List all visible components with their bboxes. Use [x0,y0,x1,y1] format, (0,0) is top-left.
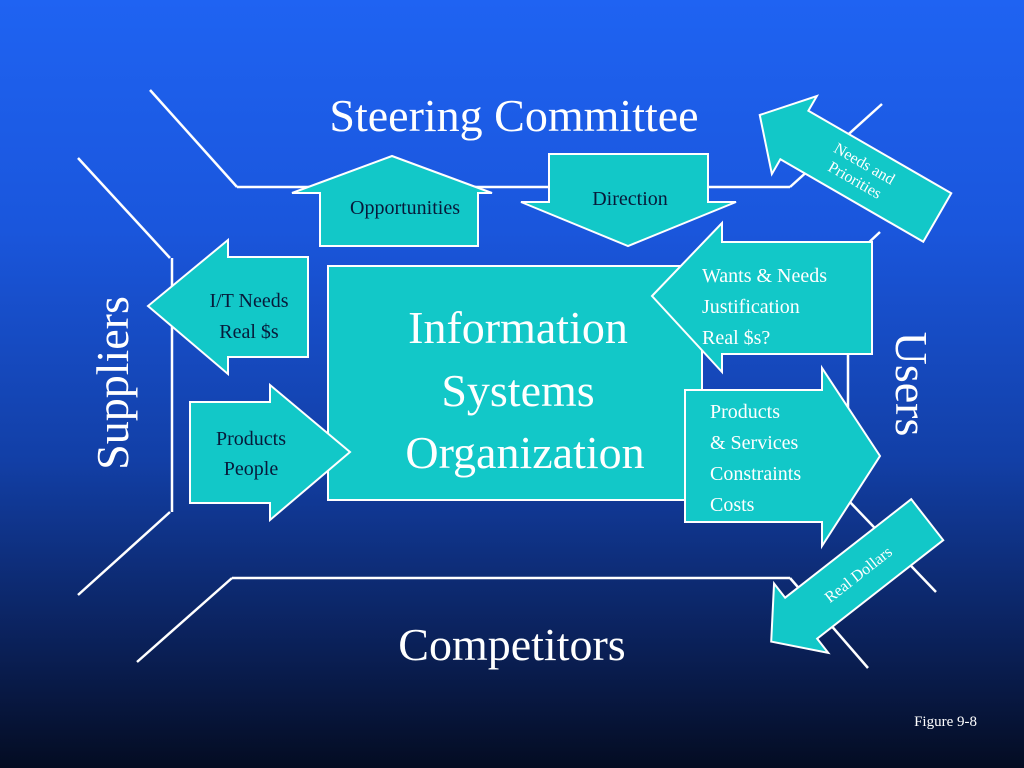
competitors-label: Competitors [398,619,625,670]
it-needs-arrow [146,237,309,377]
frame-line-top-left-diagonal [149,89,238,188]
needs-priorities-arrow-group: Needs and Priorities [758,94,953,244]
figure-caption: Figure 9-8 [914,714,977,730]
products-people-line-1: Products [216,428,286,450]
steering-committee-label: Steering Committee [329,90,698,141]
center-line-2: Systems [441,365,594,416]
opportunities-label: Opportunities [350,197,460,219]
opportunities-arrow [291,154,493,247]
direction-arrow [520,153,737,248]
it-needs-line-1: I/T Needs [209,290,288,312]
frame-line-bottom-left-diagonal [136,577,233,663]
products-people-line-2: People [224,458,279,480]
wants-needs-line-1: Wants & Needs [702,265,827,287]
it-needs-line-2: Real $s [219,321,279,343]
frame-line-left-upper-diagonal [77,157,171,259]
frame-line-left-lower-diagonal [77,511,171,596]
wants-needs-line-2: Justification [702,296,800,318]
products-services-line-3: Constraints [710,463,801,485]
center-line-1: Information [408,302,628,353]
wants-needs-arrow [650,220,873,375]
real-dollars-arrow [770,497,945,655]
products-services-line-2: & Services [710,432,799,454]
needs-priorities-arrow [758,94,953,244]
products-services-line-1: Products [710,401,780,423]
wants-needs-line-3: Real $s? [702,327,770,349]
suppliers-label: Suppliers [87,296,138,470]
products-people-arrow [189,382,352,523]
products-services-arrow [684,364,882,550]
products-services-line-4: Costs [710,494,755,516]
center-line-3: Organization [405,427,644,478]
center-box [327,265,703,501]
users-label: Users [886,332,937,437]
direction-label: Direction [592,188,668,210]
